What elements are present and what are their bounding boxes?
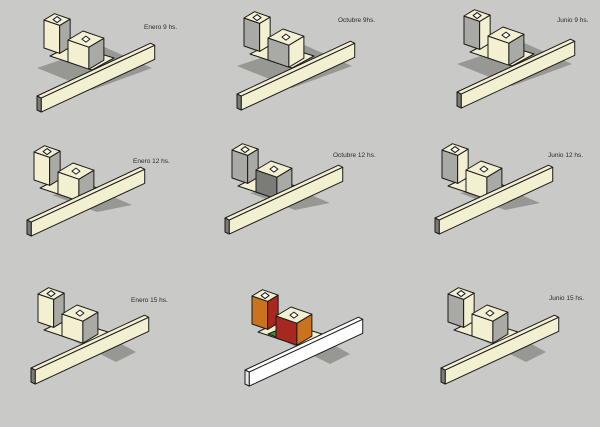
panel-label: Octubre 9hs. <box>338 17 376 24</box>
panel-5 <box>224 143 344 235</box>
panel-label: Junio 15 hs. <box>549 295 585 302</box>
cube-block-roof-hatch <box>75 309 85 317</box>
cube-block-roof-hatch <box>501 31 511 39</box>
cube-block-roof-hatch <box>71 167 81 175</box>
tall-block-roof-hatch <box>450 146 460 154</box>
cube-block-roof-hatch <box>289 311 299 319</box>
panel-label: Junio 9 hs. <box>557 17 589 24</box>
panel-2 <box>236 11 356 111</box>
tall-block-roof-hatch <box>46 290 56 298</box>
panel-label: Octubre 12 hs. <box>333 152 376 159</box>
panel-label: Junio 12 hs. <box>548 152 584 159</box>
panel-1 <box>36 13 156 113</box>
cube-block-roof-hatch <box>269 165 279 173</box>
panel-9 <box>440 287 560 385</box>
long-bar-end <box>456 91 462 109</box>
panel-label: Enero 9 hs. <box>144 24 178 31</box>
cube-block-roof-hatch <box>281 33 291 41</box>
tall-block-roof-hatch <box>52 16 62 24</box>
long-bar-end <box>440 367 446 385</box>
cube-block-roof-hatch <box>81 35 91 43</box>
tall-block-roof-hatch <box>252 14 262 22</box>
cube-block-roof-hatch <box>485 309 495 317</box>
panel-4 <box>26 145 146 237</box>
tall-block-roof-hatch <box>472 12 482 20</box>
panel-3 <box>456 9 576 109</box>
long-bar-end <box>224 217 230 235</box>
tall-block-roof-hatch <box>260 292 270 300</box>
cube-block-roof-hatch <box>479 165 489 173</box>
tall-block-roof-hatch <box>42 148 52 156</box>
panel-7 <box>30 287 150 385</box>
tall-block-roof-hatch <box>240 146 250 154</box>
long-bar-end <box>36 95 42 113</box>
long-bar-end <box>434 217 440 235</box>
long-bar-end <box>26 219 32 237</box>
panel-label: Enero 15 hs. <box>131 297 168 304</box>
long-bar-end <box>244 369 250 387</box>
tall-block-roof-hatch <box>456 290 466 298</box>
panel-label: Enero 12 hs. <box>133 158 170 165</box>
panel-8 <box>244 289 364 387</box>
long-bar-end <box>236 93 242 111</box>
long-bar-end <box>30 367 36 385</box>
panel-6 <box>434 143 554 235</box>
